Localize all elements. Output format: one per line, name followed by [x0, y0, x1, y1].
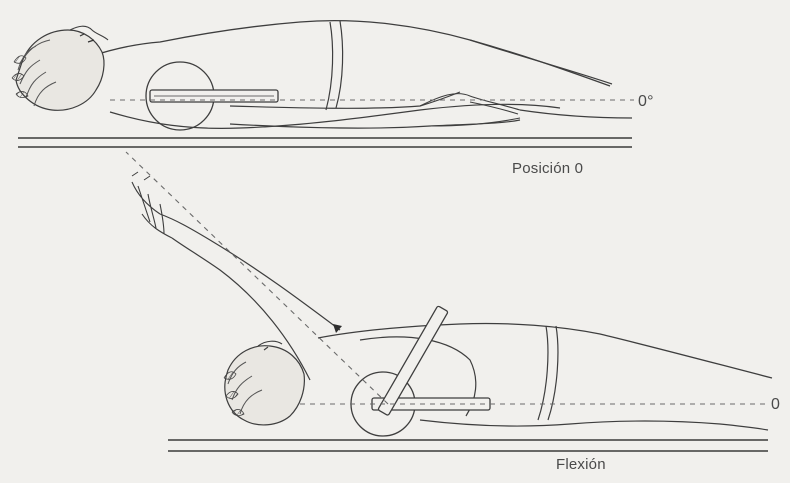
top-head [12, 26, 108, 110]
top-angle-label: 0° [638, 93, 654, 111]
bottom-body-underside [420, 420, 768, 430]
bottom-caption: Flexión [556, 456, 606, 473]
bottom-movement-arrow [333, 324, 342, 333]
bottom-waistband [538, 326, 558, 420]
top-body-outline [92, 21, 610, 86]
top-hand [420, 94, 520, 126]
bottom-body-outline [318, 323, 772, 378]
top-caption: Posición 0 [512, 160, 583, 177]
top-waistband [326, 21, 343, 110]
bottom-angle-label: 0 [771, 396, 780, 414]
bottom-panel [126, 152, 772, 451]
top-panel [12, 21, 634, 147]
bottom-head [224, 341, 304, 425]
bottom-hand [132, 182, 172, 238]
